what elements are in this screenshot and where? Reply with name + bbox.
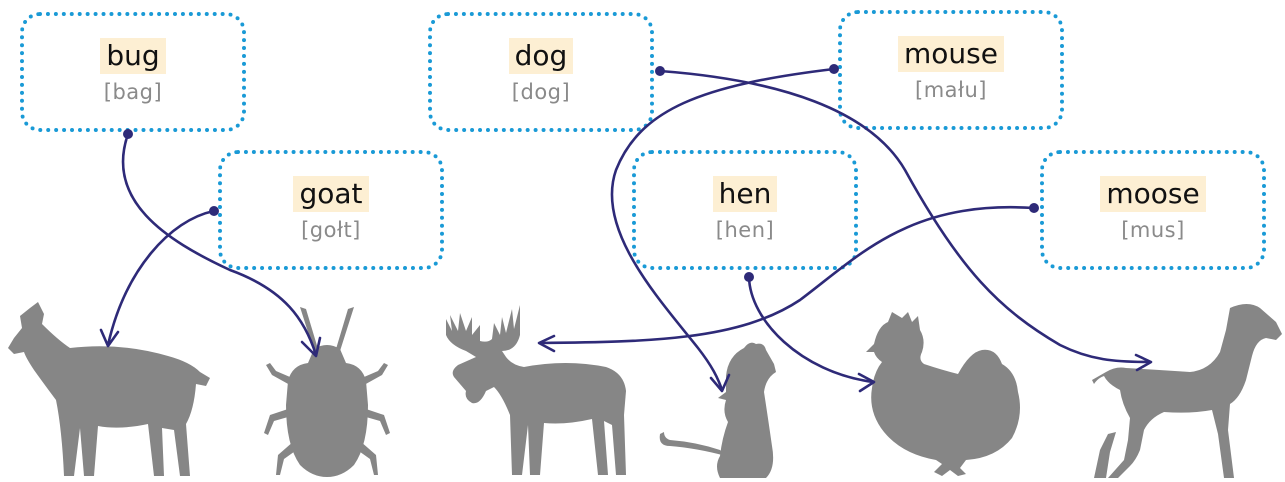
card-hen[interactable]: hen [hen] [632, 150, 858, 270]
connector-dog-arrowhead [1134, 353, 1153, 372]
connector-moose-arrowhead [537, 334, 556, 353]
card-goat[interactable]: goat [gołt] [218, 150, 444, 270]
word-bug: bug [100, 38, 166, 74]
dog-silhouette[interactable] [1080, 300, 1285, 482]
moose-silhouette[interactable] [436, 295, 636, 480]
connector-hen [747, 275, 875, 384]
bug-silhouette[interactable] [262, 305, 392, 477]
anchor-dot-bug [123, 129, 133, 139]
pronunciation-goat: [gołt] [301, 218, 361, 242]
pronunciation-bug: [bag] [103, 80, 163, 104]
anchor-dot-goat [209, 206, 219, 216]
word-goat: goat [293, 176, 369, 212]
word-hen: hen [712, 176, 778, 212]
connector-dog [658, 69, 1152, 364]
anchor-dot-dog [655, 66, 665, 76]
card-moose[interactable]: moose [mus] [1040, 150, 1266, 270]
word-moose: moose [1100, 176, 1206, 212]
connector-mouse [610, 67, 836, 392]
pronunciation-moose: [mus] [1121, 218, 1185, 242]
connector-goat [106, 209, 216, 347]
connector-bug-arrowhead [300, 336, 322, 358]
connector-goat-arrowhead [99, 328, 120, 348]
card-dog[interactable]: dog [dog] [428, 12, 654, 132]
pronunciation-mouse: [mału] [915, 78, 987, 102]
anchor-dot-hen [744, 272, 754, 282]
pronunciation-dog: [dog] [511, 80, 571, 104]
word-mouse: mouse [898, 36, 1004, 72]
card-mouse[interactable]: mouse [mału] [838, 10, 1064, 130]
word-dog: dog [508, 38, 574, 74]
anchor-dot-moose [1029, 203, 1039, 213]
connector-mouse-arrowhead [709, 373, 731, 393]
connector-hen-arrowhead [857, 372, 876, 393]
anchor-dot-mouse [829, 64, 839, 74]
goat-silhouette[interactable] [0, 300, 215, 480]
connector-moose [538, 205, 1036, 345]
card-bug[interactable]: bug [bag] [20, 12, 246, 132]
pronunciation-hen: [hen] [715, 218, 775, 242]
hen-silhouette[interactable] [862, 308, 1027, 480]
mouse-silhouette[interactable] [656, 338, 781, 480]
connector-bug [121, 132, 318, 357]
